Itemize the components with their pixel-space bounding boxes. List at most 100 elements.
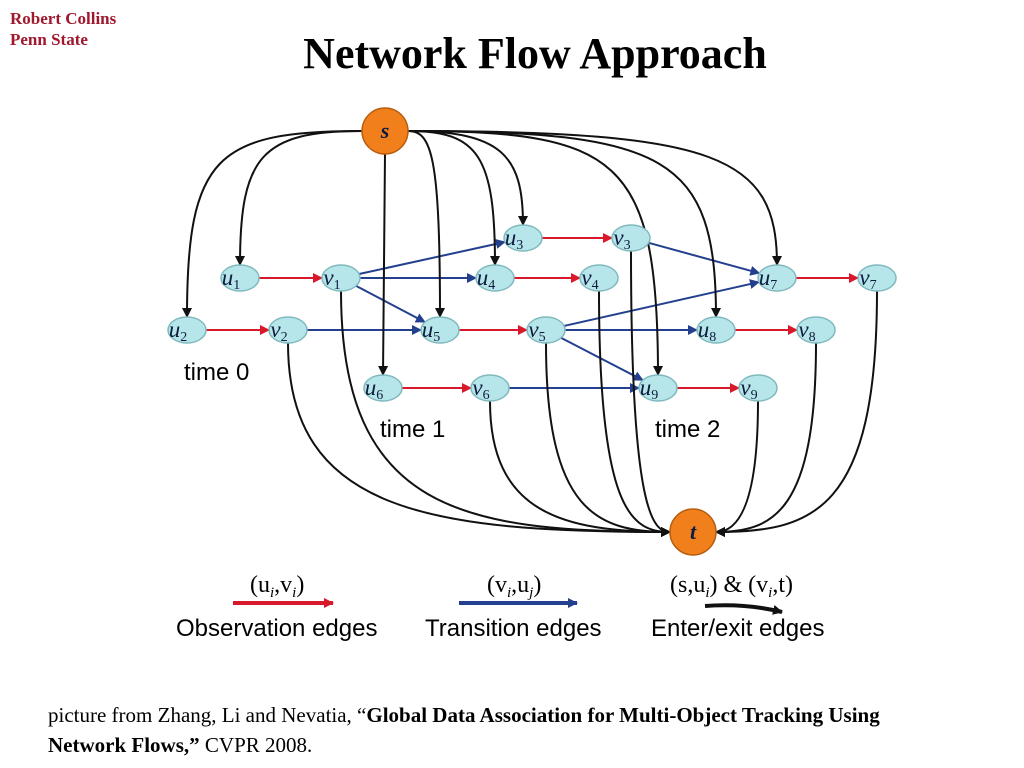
node-label-v4: v4 [581, 265, 598, 293]
node-v5: v5 [526, 316, 566, 345]
author-block: Robert Collins Penn State [10, 8, 116, 50]
enter-edge-s-u8 [407, 130, 721, 318]
node-label-t: t [690, 519, 697, 544]
author-affiliation: Penn State [10, 30, 88, 49]
author-name: Robert Collins [10, 9, 117, 28]
node-shape-u7 [757, 264, 797, 292]
node-t: t [669, 508, 717, 556]
caption-title: Global Data Association for Multi-Object… [48, 703, 880, 757]
time-label-2: time 2 [655, 416, 720, 443]
legend-transition-label: Transition edges [425, 615, 602, 642]
transition-edge-v5-u7 [563, 279, 760, 327]
legend-enter-exit-label: Enter/exit edges [651, 615, 824, 642]
node-label-u6: u6 [365, 375, 384, 403]
node-u6: u6 [363, 374, 403, 403]
node-v6: v6 [470, 374, 510, 403]
node-shape-u1 [220, 264, 260, 292]
svg-text:(s,ui) & (vi,t): (s,ui) & (vi,t) [670, 572, 793, 601]
node-label-v1: v1 [323, 265, 340, 293]
node-label-u2: u2 [169, 317, 188, 345]
node-v8: v8 [796, 316, 836, 345]
legend-transition: (vi,uj) Transition edges [425, 572, 602, 642]
enter-edge-s-u1 [235, 130, 363, 266]
enter-edge-s-u5 [407, 130, 445, 318]
legend-enter-exit-arrow [704, 603, 783, 615]
node-shape-v8 [796, 316, 836, 344]
exit-edge-v8-t [715, 342, 817, 537]
node-label-v3: v3 [613, 225, 630, 253]
svg-text:(vi,uj): (vi,uj) [487, 572, 541, 601]
exit-edge-v9-t [715, 400, 759, 537]
node-s: s [361, 107, 409, 155]
node-shape-u9 [638, 374, 678, 402]
exit-edge-v5-t [545, 342, 671, 537]
node-shape-v9 [738, 374, 778, 402]
node-shape-v1 [321, 264, 361, 292]
node-u1: u1 [220, 264, 260, 293]
node-u8: u8 [696, 316, 736, 345]
enter-edge-s-u6 [378, 153, 389, 376]
node-label-v5: v5 [528, 317, 545, 345]
node-v4: v4 [579, 264, 619, 293]
node-u7: u7 [757, 264, 797, 293]
node-u3: u3 [503, 224, 543, 253]
transition-edge-v5-u9 [560, 336, 644, 382]
node-label-u4: u4 [477, 265, 496, 293]
node-label-u3: u3 [505, 225, 524, 253]
enter-edge-s-u4 [407, 130, 500, 266]
node-shape-u6 [363, 374, 403, 402]
node-label-s: s [380, 118, 390, 143]
exit-edge-v2-t [287, 342, 671, 537]
node-label-u7: u7 [759, 265, 778, 293]
enter-edge-s-u9 [407, 130, 663, 376]
caption-suffix: CVPR 2008. [199, 733, 313, 757]
exit-edge-v6-t [489, 400, 671, 537]
transition-edge-v1-u5 [355, 285, 426, 323]
edges-layer [182, 130, 878, 537]
legend-observation: (ui,vi) Observation edges [176, 572, 377, 642]
enter-edge-s-u7 [407, 130, 782, 266]
svg-text:(ui,vi): (ui,vi) [250, 572, 304, 601]
legend-enter-exit: (s,ui) & (vi,t) Enter/exit edges [651, 572, 824, 642]
node-v1: v1 [321, 264, 361, 293]
node-shape-u3 [503, 224, 543, 252]
node-label-v7: v7 [859, 265, 876, 293]
node-u2: u2 [167, 316, 207, 345]
node-shape-v5 [526, 316, 566, 344]
exit-edge-v4-t [598, 290, 671, 537]
node-v7: v7 [857, 264, 897, 293]
node-shape-s [361, 107, 409, 155]
node-shape-t [669, 508, 717, 556]
node-shape-v6 [470, 374, 510, 402]
caption-prefix: picture from Zhang, Li and Nevatia, “ [48, 703, 367, 727]
node-shape-u2 [167, 316, 207, 344]
node-u5: u5 [420, 316, 460, 345]
node-shape-u4 [475, 264, 515, 292]
legend: (ui,vi) Observation edges (vi,uj) Transi… [176, 572, 824, 642]
exit-edge-v7-t [715, 290, 878, 537]
node-v3: v3 [611, 224, 651, 253]
node-u4: u4 [475, 264, 515, 293]
node-shape-v4 [579, 264, 619, 292]
node-shape-v2 [268, 316, 308, 344]
legend-observation-label: Observation edges [176, 615, 377, 642]
node-label-v8: v8 [798, 317, 815, 345]
node-v9: v9 [738, 374, 778, 403]
node-u9: u9 [638, 374, 678, 403]
node-shape-v7 [857, 264, 897, 292]
node-shape-u8 [696, 316, 736, 344]
time-label-1: time 1 [380, 416, 445, 443]
node-label-u8: u8 [698, 317, 717, 345]
transition-edge-v3-u7 [648, 241, 761, 276]
node-label-u5: u5 [422, 317, 441, 345]
node-label-v9: v9 [740, 375, 757, 403]
slide-title: Network Flow Approach [303, 29, 767, 78]
node-shape-v3 [611, 224, 651, 252]
time-label-0: time 0 [184, 359, 249, 386]
enter-edge-s-u2 [182, 130, 363, 318]
node-label-v6: v6 [472, 375, 489, 403]
caption: picture from Zhang, Li and Nevatia, “Glo… [48, 700, 948, 760]
node-shape-u5 [420, 316, 460, 344]
